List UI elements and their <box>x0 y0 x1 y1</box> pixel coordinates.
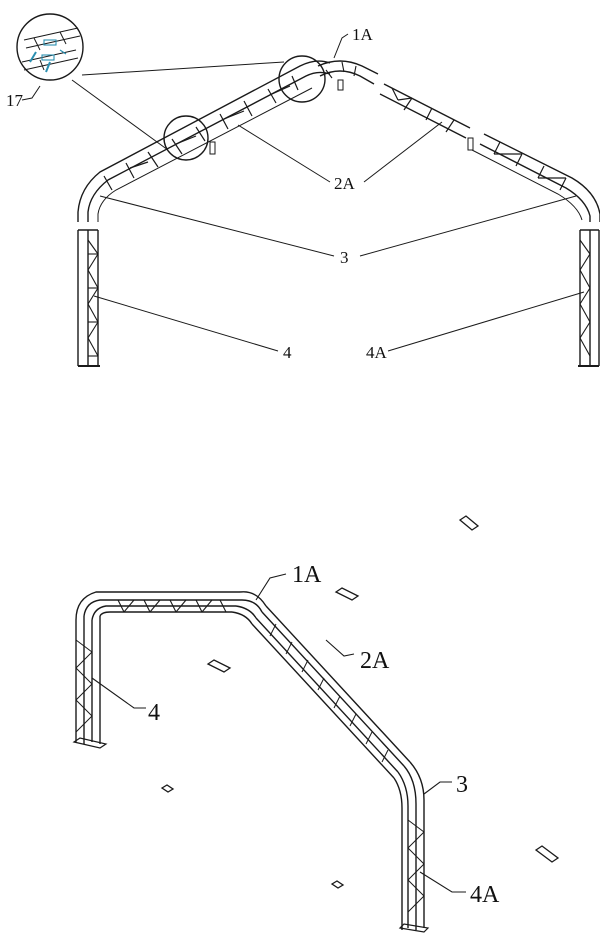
right-leg <box>578 229 600 367</box>
joint-callout-circle-2 <box>278 55 326 103</box>
left-rail-struts <box>103 75 299 191</box>
iso-right-corner <box>393 761 425 809</box>
label-4a: 4A <box>366 343 388 362</box>
ridge-rail <box>317 60 379 85</box>
iso-right-leg <box>398 800 430 933</box>
iso-left-leg <box>72 616 108 749</box>
iso-ridge-corner <box>231 591 267 625</box>
iso-left-corner <box>75 591 242 621</box>
bottom-leader-lines <box>91 573 466 893</box>
top-view <box>16 13 600 367</box>
floor-plates <box>160 515 560 889</box>
magnifier-leader-lines <box>71 61 285 151</box>
joint-callout-circle-1 <box>163 115 209 161</box>
label-1a: 1A <box>352 25 374 44</box>
label-4: 4 <box>283 343 292 362</box>
iso-label-4: 4 <box>148 700 160 726</box>
iso-top-rail <box>117 599 227 613</box>
iso-label-1a: 1A <box>292 562 322 588</box>
bottom-view-labels: 1A 2A 4 3 4A <box>148 562 500 908</box>
top-view-labels: 17 1A 2A 3 4 4A <box>6 25 388 362</box>
detail-magnifier <box>16 13 84 81</box>
iso-diagonal-rail <box>251 605 411 779</box>
top-leader-lines <box>21 33 585 352</box>
iso-label-4a: 4A <box>470 882 500 908</box>
label-3: 3 <box>340 248 349 267</box>
bottom-view <box>72 515 560 933</box>
right-roof-rail <box>379 83 600 222</box>
left-roof-rail <box>77 60 344 222</box>
iso-label-3: 3 <box>456 772 468 798</box>
label-2a: 2A <box>334 174 356 193</box>
label-17: 17 <box>6 91 24 110</box>
right-rail-struts <box>391 87 567 191</box>
iso-label-2a: 2A <box>360 648 390 674</box>
left-leg <box>77 229 100 367</box>
